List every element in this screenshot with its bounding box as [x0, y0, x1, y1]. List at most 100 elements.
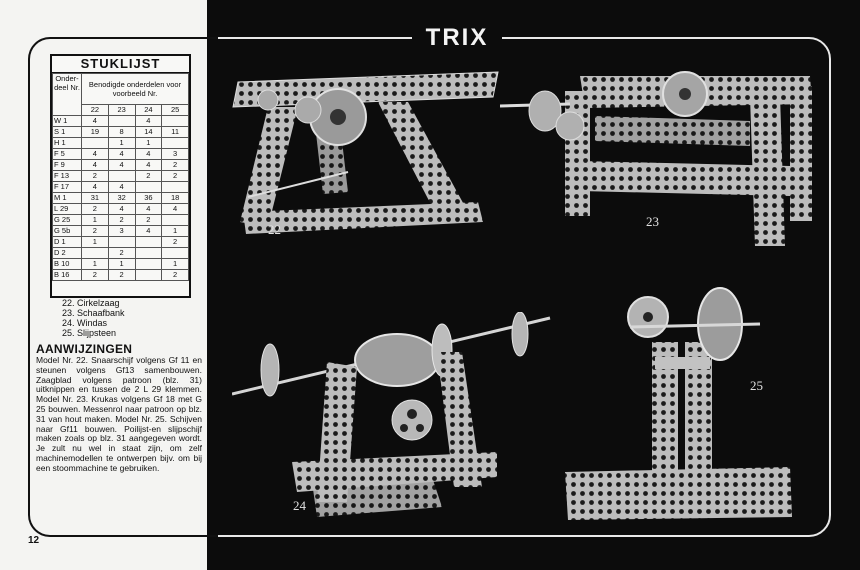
part-quantity: 31: [81, 192, 109, 204]
part-quantity: 1: [81, 258, 109, 270]
header-part: Onder-deel Nr.: [52, 73, 82, 116]
part-quantity: 1: [81, 236, 109, 248]
photo-label-24: 24: [293, 498, 306, 513]
part-quantity: 19: [81, 126, 109, 138]
part-code: D 1: [52, 236, 82, 248]
part-quantity: 4: [134, 203, 163, 215]
part-code: S 1: [52, 126, 82, 138]
part-quantity: [81, 247, 109, 259]
model-25-photo: [560, 282, 800, 527]
part-quantity: [107, 115, 136, 127]
part-quantity: 4: [134, 115, 163, 127]
part-quantity: 3: [107, 225, 136, 237]
part-quantity: 1: [81, 214, 109, 226]
instructions-text: Model Nr. 22. Snaarschijf volgens Gf 11 …: [36, 355, 202, 473]
part-quantity: 4: [107, 203, 136, 215]
part-quantity: 4: [81, 115, 109, 127]
part-quantity: 36: [134, 192, 163, 204]
part-quantity: 2: [134, 170, 163, 182]
part-quantity: 4: [134, 225, 163, 237]
part-quantity: 4: [107, 159, 136, 171]
part-quantity: 2: [107, 214, 136, 226]
model-23-photo: [500, 66, 825, 251]
model-item: 25. Slijpsteen: [62, 328, 117, 338]
photo-label-25: 25: [750, 378, 763, 393]
part-quantity: 4: [81, 181, 109, 193]
part-code: F 5: [52, 148, 82, 160]
part-quantity: [134, 269, 163, 281]
part-quantity: [107, 236, 136, 248]
photo-label-22: 22: [268, 222, 281, 237]
part-quantity: 1: [161, 225, 189, 237]
photo-label-23: 23: [646, 214, 659, 229]
instructions-title: AANWIJZINGEN: [36, 342, 133, 356]
part-quantity: 4: [107, 181, 136, 193]
part-quantity: 2: [81, 203, 109, 215]
model-item: 22. Cirkelzaag: [62, 298, 120, 308]
part-quantity: 1: [161, 258, 189, 270]
part-quantity: [161, 247, 189, 259]
part-code: B 10: [52, 258, 82, 270]
part-quantity: 32: [107, 192, 136, 204]
part-quantity: [161, 115, 189, 127]
part-quantity: 2: [161, 159, 189, 171]
part-quantity: 1: [107, 258, 136, 270]
brand-title: TRIX: [412, 24, 502, 52]
model-number: 24: [134, 104, 163, 116]
page-number: 12: [28, 535, 40, 546]
model-number: 22: [81, 104, 109, 116]
part-quantity: 2: [81, 269, 109, 281]
part-code: L 29: [52, 203, 82, 215]
part-quantity: [161, 137, 189, 149]
part-code: F 17: [52, 181, 82, 193]
part-quantity: 2: [107, 269, 136, 281]
part-quantity: 11: [161, 126, 189, 138]
part-quantity: 4: [81, 148, 109, 160]
parts-table: Onder-deel Nr. Benodigde onderdelen voor…: [52, 73, 189, 281]
model-item: 23. Schaafbank: [62, 308, 125, 318]
part-code: H 1: [52, 137, 82, 149]
part-code: G 5b: [52, 225, 82, 237]
part-quantity: 14: [134, 126, 163, 138]
left-frame: [28, 37, 218, 537]
model-24-photo: [232, 312, 552, 522]
part-quantity: 2: [107, 247, 136, 259]
part-quantity: 2: [161, 269, 189, 281]
part-quantity: 1: [107, 137, 136, 149]
part-quantity: [81, 137, 109, 149]
part-code: W 1: [52, 115, 82, 127]
part-code: B 16: [52, 269, 82, 281]
part-quantity: 4: [134, 159, 163, 171]
part-quantity: 1: [134, 137, 163, 149]
model-item: 24. Windas: [62, 318, 108, 328]
model-number: 23: [107, 104, 136, 116]
part-quantity: [134, 258, 163, 270]
part-quantity: 2: [81, 170, 109, 182]
part-quantity: 4: [134, 148, 163, 160]
parts-list: STUKLIJST Onder-deel Nr. Benodigde onder…: [50, 54, 191, 298]
part-quantity: 2: [161, 170, 189, 182]
part-code: G 25: [52, 214, 82, 226]
part-quantity: 4: [161, 203, 189, 215]
part-code: M 1: [52, 192, 82, 204]
parts-list-title: STUKLIJST: [52, 56, 189, 73]
part-quantity: 3: [161, 148, 189, 160]
instructions: AANWIJZINGEN Model Nr. 22. Snaarschijf v…: [36, 342, 202, 474]
part-quantity: 2: [161, 236, 189, 248]
